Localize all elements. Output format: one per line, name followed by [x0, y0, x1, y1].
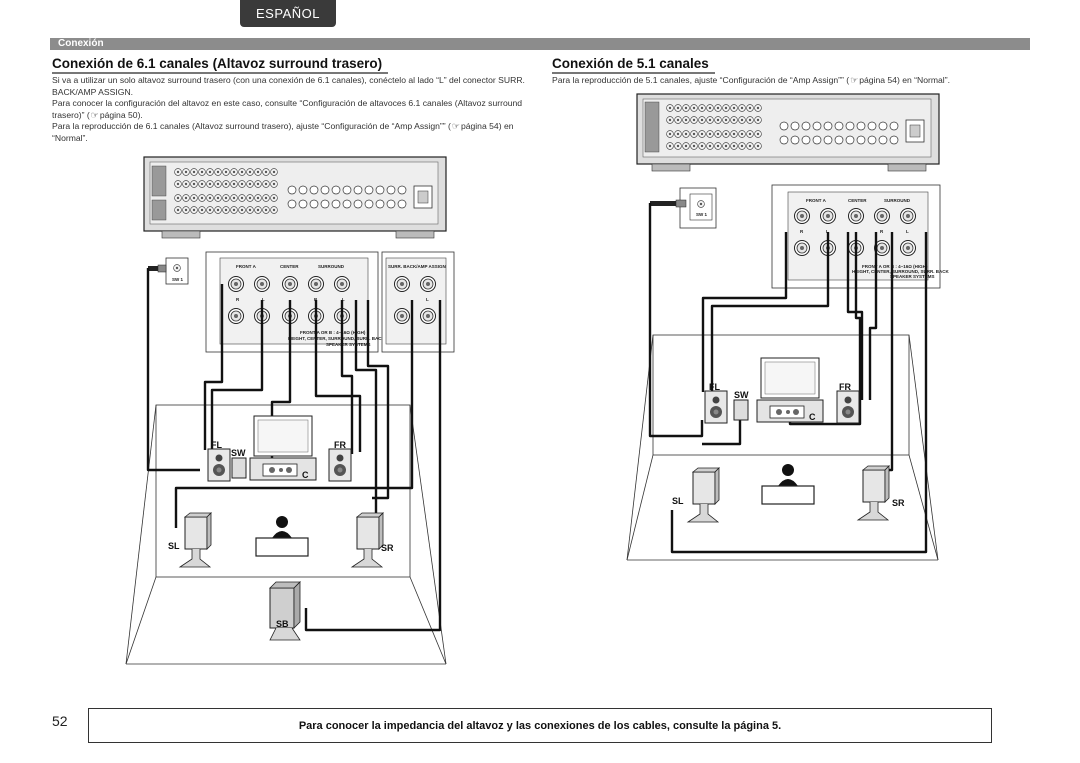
svg-text:SURROUND: SURROUND — [884, 198, 911, 203]
label-sw: SW — [231, 448, 246, 458]
right-speaker-terminals: FRONT A CENTER SURROUND R L R L FRONT A … — [771, 184, 950, 289]
label-fr: FR — [334, 440, 346, 450]
left-speaker-sl — [179, 512, 212, 568]
left-speaker-cables — [146, 268, 442, 632]
svg-text:R: R — [314, 297, 318, 302]
paragraph: Para conocer la configuración del altavo… — [52, 98, 523, 120]
svg-text:L: L — [262, 297, 265, 302]
svg-text:SPEAKER SYSTEMS: SPEAKER SYSTEMS — [326, 342, 371, 347]
reference-hand-icon: ☞ — [850, 75, 859, 85]
svg-text:HEIGHT, CENTER, SURROUND, SURR: HEIGHT, CENTER, SURROUND, SURR. BACK — [852, 269, 950, 274]
svg-text:SURROUND: SURROUND — [318, 264, 345, 269]
right-speaker-sl — [687, 467, 720, 523]
right-speaker-cables — [648, 203, 928, 554]
reference-hand-icon: ☞ — [90, 109, 99, 120]
label-sb: SB — [276, 619, 289, 629]
svg-text:CENTER: CENTER — [280, 264, 299, 269]
right-receiver-panel — [636, 93, 940, 172]
right-tv — [756, 357, 824, 423]
label-fl: FL — [211, 440, 222, 450]
left-speaker-terminals: FRONT A CENTER SURROUND R L R L FRONT A … — [205, 251, 386, 353]
svg-text:L: L — [826, 229, 829, 234]
left-speaker-fl — [207, 448, 231, 482]
paragraph: Para la reproducción de 6.1 canales (Alt… — [52, 121, 514, 143]
right-speaker-sw — [733, 399, 749, 421]
svg-text:SURR. BACK/AMP ASSIGN: SURR. BACK/AMP ASSIGN — [388, 264, 446, 269]
right-title: Conexión de 5.1 canales — [552, 56, 715, 74]
left-panel-speaker-terminals — [287, 185, 407, 209]
label-sl: SL — [672, 496, 684, 506]
svg-text:R: R — [880, 229, 884, 234]
reference-hand-icon: ☞ — [451, 121, 460, 132]
footer-note: Para conocer la impedancia del altavoz y… — [88, 708, 992, 743]
right-description: Para la reproducción de 5.1 canales, aju… — [552, 75, 950, 85]
svg-text:SW 1: SW 1 — [172, 277, 183, 282]
right-room — [626, 334, 939, 561]
left-speaker-sw — [231, 457, 247, 479]
right-speaker-sr — [857, 465, 890, 521]
left-surround-back-terminals: SURR. BACK/AMP ASSIGN L — [381, 251, 455, 353]
right-panel-speaker-terminals — [779, 121, 899, 145]
svg-text:FRONT A OR B : 4~16Ω (HIGH): FRONT A OR B : 4~16Ω (HIGH) — [862, 264, 928, 269]
svg-text:L: L — [906, 229, 909, 234]
right-listener — [761, 464, 815, 505]
left-title: Conexión de 6.1 canales (Altavoz surroun… — [52, 56, 389, 74]
right-subwoofer-jack: SW 1 — [650, 187, 717, 229]
left-subwoofer-jack: SW 1 — [148, 257, 189, 285]
section-bar: Conexión — [50, 38, 1030, 50]
label-c: C — [302, 470, 309, 480]
left-description: Si va a utilizar un solo altavoz surroun… — [52, 75, 537, 145]
left-speaker-sr — [351, 512, 384, 568]
left-listener — [255, 516, 309, 557]
svg-text:R: R — [236, 297, 240, 302]
label-sl: SL — [168, 541, 180, 551]
svg-text:R: R — [800, 229, 804, 234]
page-number: 52 — [52, 713, 68, 729]
label-sw: SW — [734, 390, 749, 400]
left-tv — [249, 415, 317, 481]
label-sr: SR — [381, 543, 394, 553]
svg-text:SPEAKER SYSTEMS: SPEAKER SYSTEMS — [890, 274, 935, 279]
language-tab[interactable]: ESPAÑOL — [240, 0, 336, 27]
right-speaker-fl — [704, 390, 728, 424]
right-speaker-fr — [836, 390, 860, 424]
label-fr: FR — [839, 382, 851, 392]
svg-text:FRONT A OR B : 4~16Ω (HIGH): FRONT A OR B : 4~16Ω (HIGH) — [300, 330, 366, 335]
label-c: C — [809, 412, 816, 422]
svg-text:CENTER: CENTER — [848, 198, 867, 203]
left-receiver-panel — [143, 156, 447, 239]
svg-text:L: L — [342, 297, 345, 302]
paragraph: Si va a utilizar un solo altavoz surroun… — [52, 75, 525, 97]
svg-text:FRONT A: FRONT A — [236, 264, 257, 269]
left-speaker-sb — [269, 581, 301, 641]
svg-text:HEIGHT, CENTER, SURROUND, SURR: HEIGHT, CENTER, SURROUND, SURR. BACK — [288, 336, 386, 341]
svg-text:FRONT A: FRONT A — [806, 198, 827, 203]
label-fl: FL — [709, 382, 720, 392]
svg-text:SW 1: SW 1 — [696, 212, 707, 217]
left-speaker-fr — [328, 448, 352, 482]
label-sr: SR — [892, 498, 905, 508]
svg-text:L: L — [426, 297, 429, 302]
left-room — [125, 404, 447, 665]
